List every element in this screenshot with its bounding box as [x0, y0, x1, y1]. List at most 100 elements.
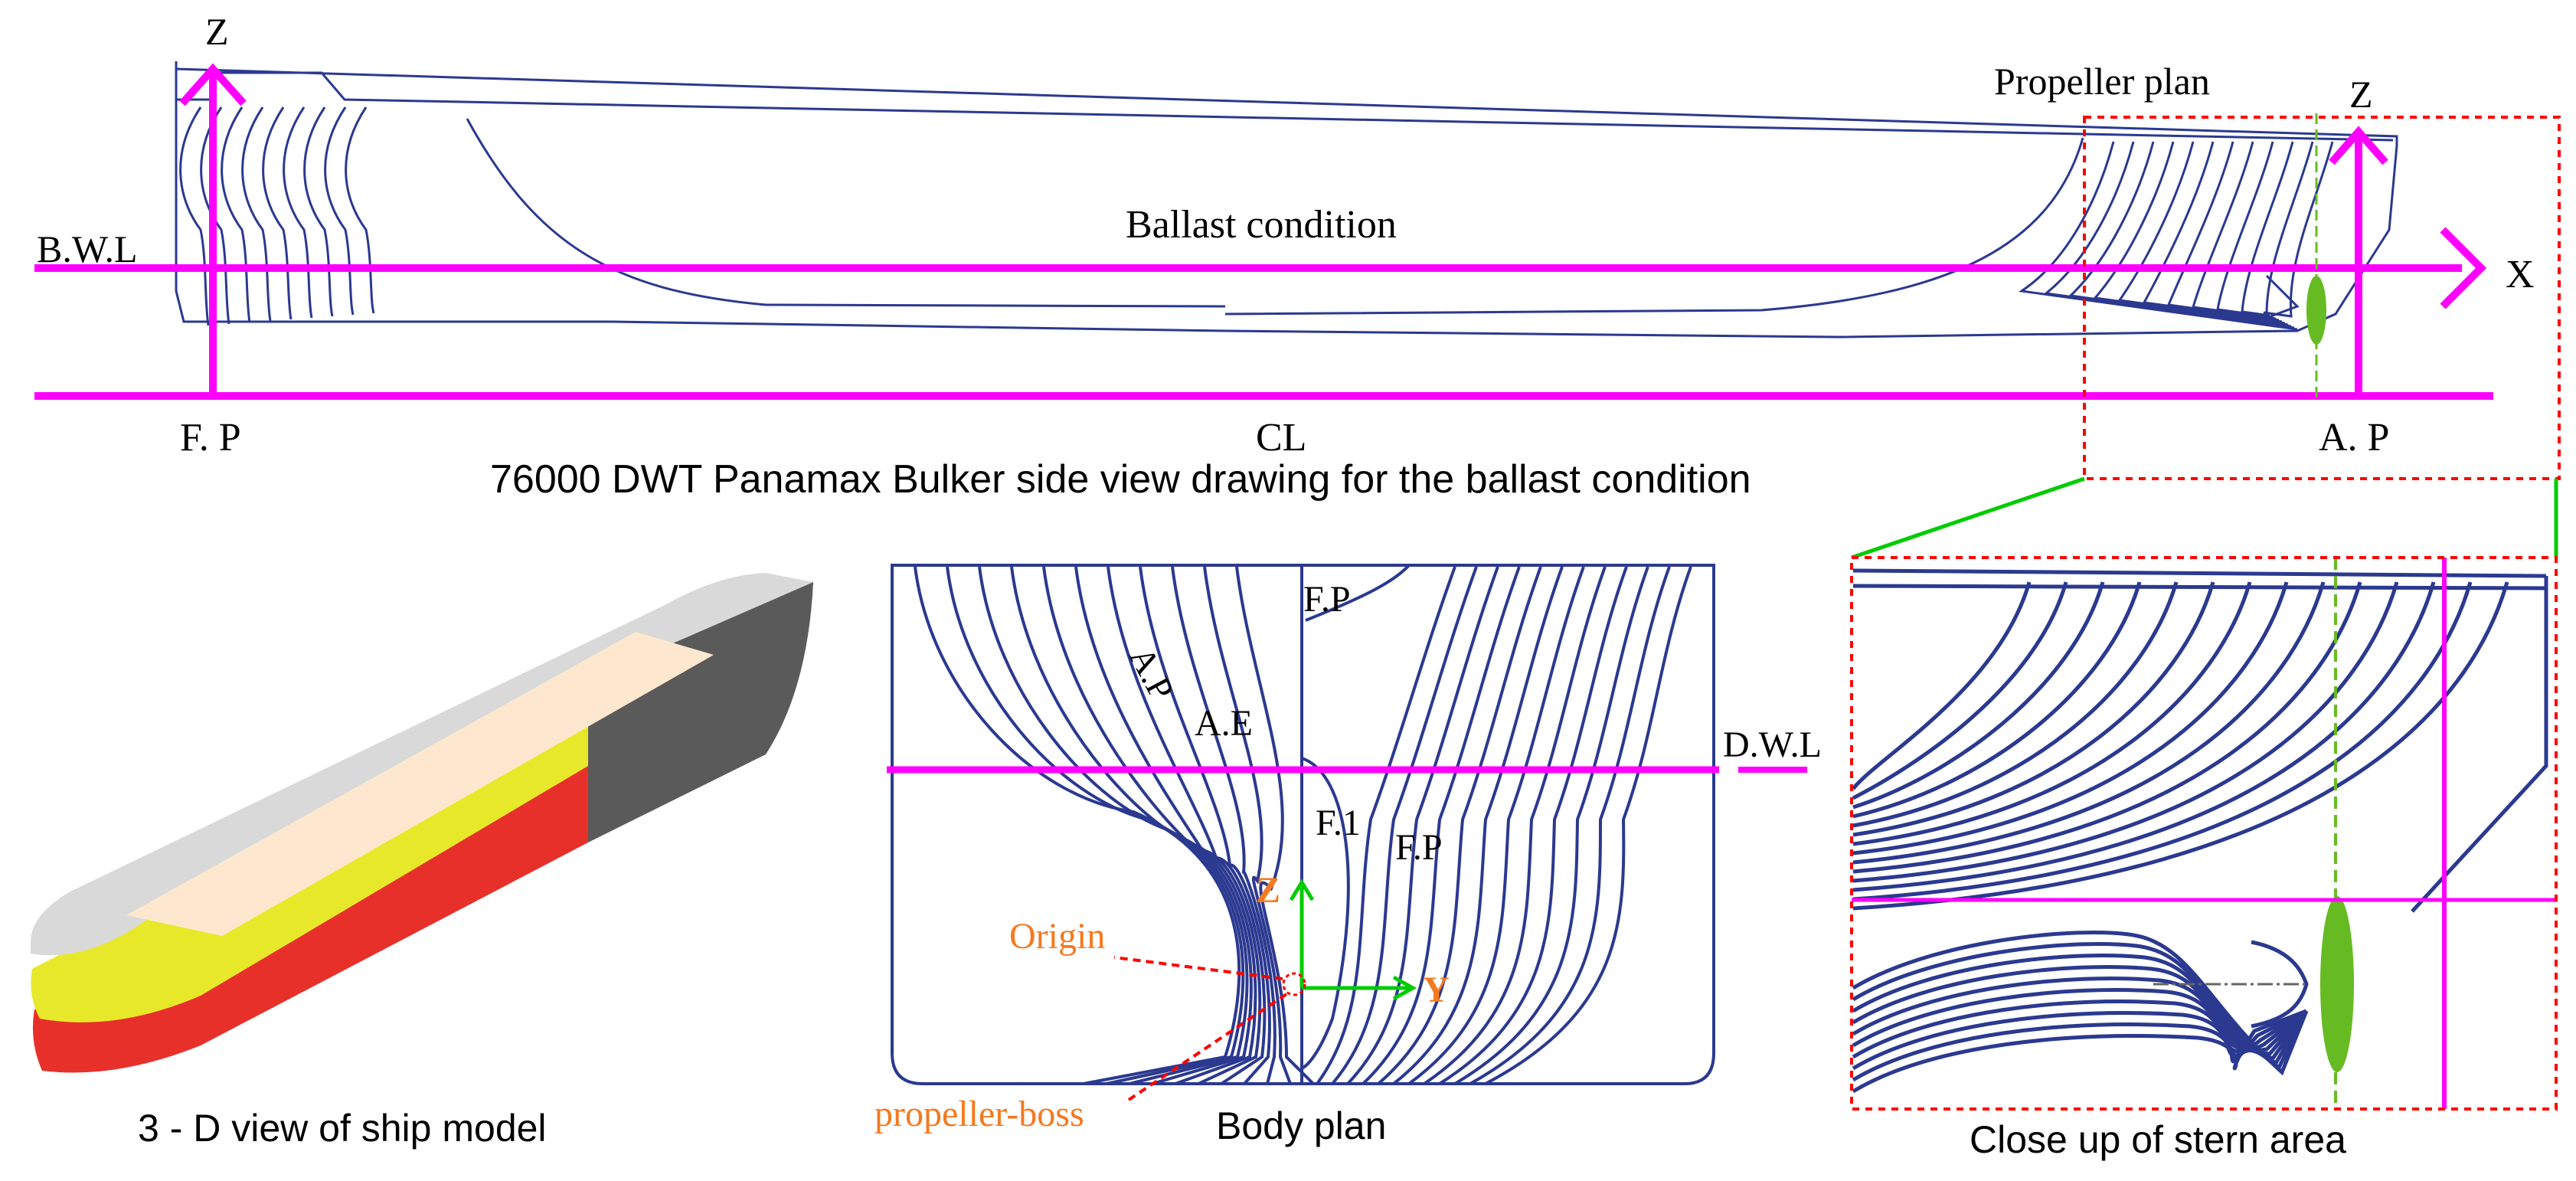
- side-view-drawing: Z B.W.L Ballast condition Propeller plan…: [34, 10, 2561, 502]
- fwd-body-section: [1453, 566, 1649, 1085]
- fwd-body-section: [1485, 566, 1692, 1085]
- aft-body-section: [914, 566, 1241, 1085]
- stern-hull-lines: [1852, 568, 2548, 1094]
- propeller: [2306, 276, 2326, 345]
- stern-propeller: [2320, 896, 2354, 1072]
- aft-body-section: [1235, 566, 1315, 1085]
- aft-section-line: [2117, 141, 2286, 325]
- stern-waterline: [1852, 581, 2068, 800]
- fore-waterline-curve: [466, 118, 1226, 308]
- stern-waterline: [1852, 581, 2252, 846]
- aft-section-line: [2142, 141, 2283, 323]
- stern-waterline: [1852, 581, 2142, 819]
- stern-section-line: [1852, 942, 2309, 1071]
- fwd-section-top: [1305, 564, 1411, 622]
- body-dwl-label: D.W.L: [1723, 725, 1822, 765]
- stern-waterline: [1852, 581, 2289, 855]
- y-axis-label: Y: [1423, 970, 1450, 1010]
- stern-section-line: [1852, 988, 2308, 1053]
- cl-label: CL: [1256, 416, 1306, 460]
- z-axis-left-label: Z: [205, 10, 229, 53]
- stern-boss: [2265, 274, 2300, 319]
- aft-body-section: [1107, 566, 1267, 1085]
- stern-waterline: [1852, 581, 2215, 837]
- stern-transom: [2411, 576, 2548, 913]
- origin-label: Origin: [1009, 916, 1105, 957]
- stern-section-line: [1852, 1009, 2308, 1082]
- aft-section-line: [2018, 141, 2298, 331]
- aft-body-section: [1171, 566, 1277, 1084]
- ballast-condition-label: Ballast condition: [1126, 203, 1397, 247]
- propeller-plan-frame: [2083, 116, 2561, 480]
- ship-3d-model: 3 - D view of ship model: [31, 573, 813, 1150]
- stern-section-line: [1852, 977, 2308, 1056]
- z-axis-right-label: Z: [2349, 73, 2373, 116]
- aft-section-line: [2265, 141, 2314, 315]
- fore-section-line: [324, 106, 355, 316]
- aft-body-section: [1042, 566, 1257, 1085]
- stern-waterline: [1852, 581, 2326, 865]
- stern-waterline: [1852, 581, 2399, 883]
- aft-body-section: [1010, 566, 1253, 1085]
- stern-waterline: [1852, 581, 2473, 901]
- fwd-body-section: [1392, 566, 1564, 1085]
- fore-section-line: [241, 106, 272, 322]
- stern-deck-line: [1852, 568, 2547, 578]
- aft-section-line: [2241, 141, 2294, 317]
- body-plan-caption: Body plan: [1216, 1104, 1386, 1147]
- aft-body-section: [1074, 566, 1262, 1085]
- z-axis-right-arrowhead: [2329, 126, 2388, 165]
- stern-waterline: [1852, 581, 2509, 911]
- propeller-boss-label: propeller-boss: [874, 1094, 1084, 1134]
- origin-marker: [1282, 972, 1306, 996]
- stern-closeup-frame: [1850, 556, 2558, 1111]
- body-plan-sections: [891, 564, 1715, 1085]
- body-fp-label: F.P: [1395, 827, 1443, 868]
- body-fp-top-label: F.P: [1303, 579, 1351, 620]
- z-axis-left-arrowhead: [179, 63, 247, 106]
- stern-section-line: [1852, 965, 2309, 1061]
- fore-section-line: [179, 106, 210, 326]
- fore-section-line: [200, 106, 230, 325]
- ap-label: A. P: [2319, 416, 2389, 460]
- stern-closeup-caption: Close up of stern area: [1970, 1118, 2346, 1161]
- stern-section-line: [1852, 954, 2309, 1066]
- aft-body-section: [1203, 566, 1292, 1084]
- z-axis-label: Z: [1256, 870, 1280, 911]
- fp-label: F. P: [180, 416, 241, 460]
- fwd-body-section: [1407, 566, 1585, 1085]
- body-f1-label: F.1: [1316, 803, 1361, 843]
- body-ae-label: A.E: [1195, 703, 1253, 744]
- side-view-caption: 76000 DWT Panamax Bulker side view drawi…: [490, 457, 1751, 502]
- b-w-l-label: B.W.L: [37, 227, 138, 270]
- stern-waterline: [1852, 581, 2362, 874]
- stern-waterline: [1852, 581, 2179, 828]
- stern-waterline: [1852, 581, 2105, 810]
- body-plan-outline: [891, 564, 1715, 1085]
- fore-section-line: [283, 106, 313, 319]
- fwd-body-section: [1316, 566, 1456, 1085]
- aft-section-line: [2166, 141, 2280, 322]
- aft-section-line: [2068, 141, 2292, 328]
- aft-body-section: [1139, 566, 1271, 1085]
- fwd-body-section: [1346, 566, 1499, 1085]
- aft-body-section: [978, 566, 1249, 1085]
- fore-section-line: [345, 106, 375, 314]
- fwd-body-section: [1362, 566, 1521, 1085]
- fwd-body-section: [1377, 566, 1542, 1085]
- stern-waterline: [1852, 581, 2032, 790]
- aft-section-line: [2192, 141, 2277, 320]
- fwd-body-section: [1438, 566, 1628, 1085]
- body-plan-drawing: F.P A.P A.E D.W.L F.1 F.P Z Y Origin pro…: [874, 564, 1822, 1147]
- x-axis-label: X: [2506, 253, 2535, 296]
- propeller-plan-label: Propeller plan: [1994, 60, 2210, 103]
- deck-line: [214, 71, 2394, 142]
- hull-outline: [175, 67, 2398, 339]
- side-view-hull-lines: [175, 61, 2398, 339]
- fore-section-line: [221, 106, 251, 323]
- x-axis-arrowhead: [2440, 227, 2487, 309]
- aft-waterline-curve: [1224, 137, 2084, 316]
- stem-curve: [1300, 757, 1350, 1070]
- aft-section-line: [2043, 141, 2295, 329]
